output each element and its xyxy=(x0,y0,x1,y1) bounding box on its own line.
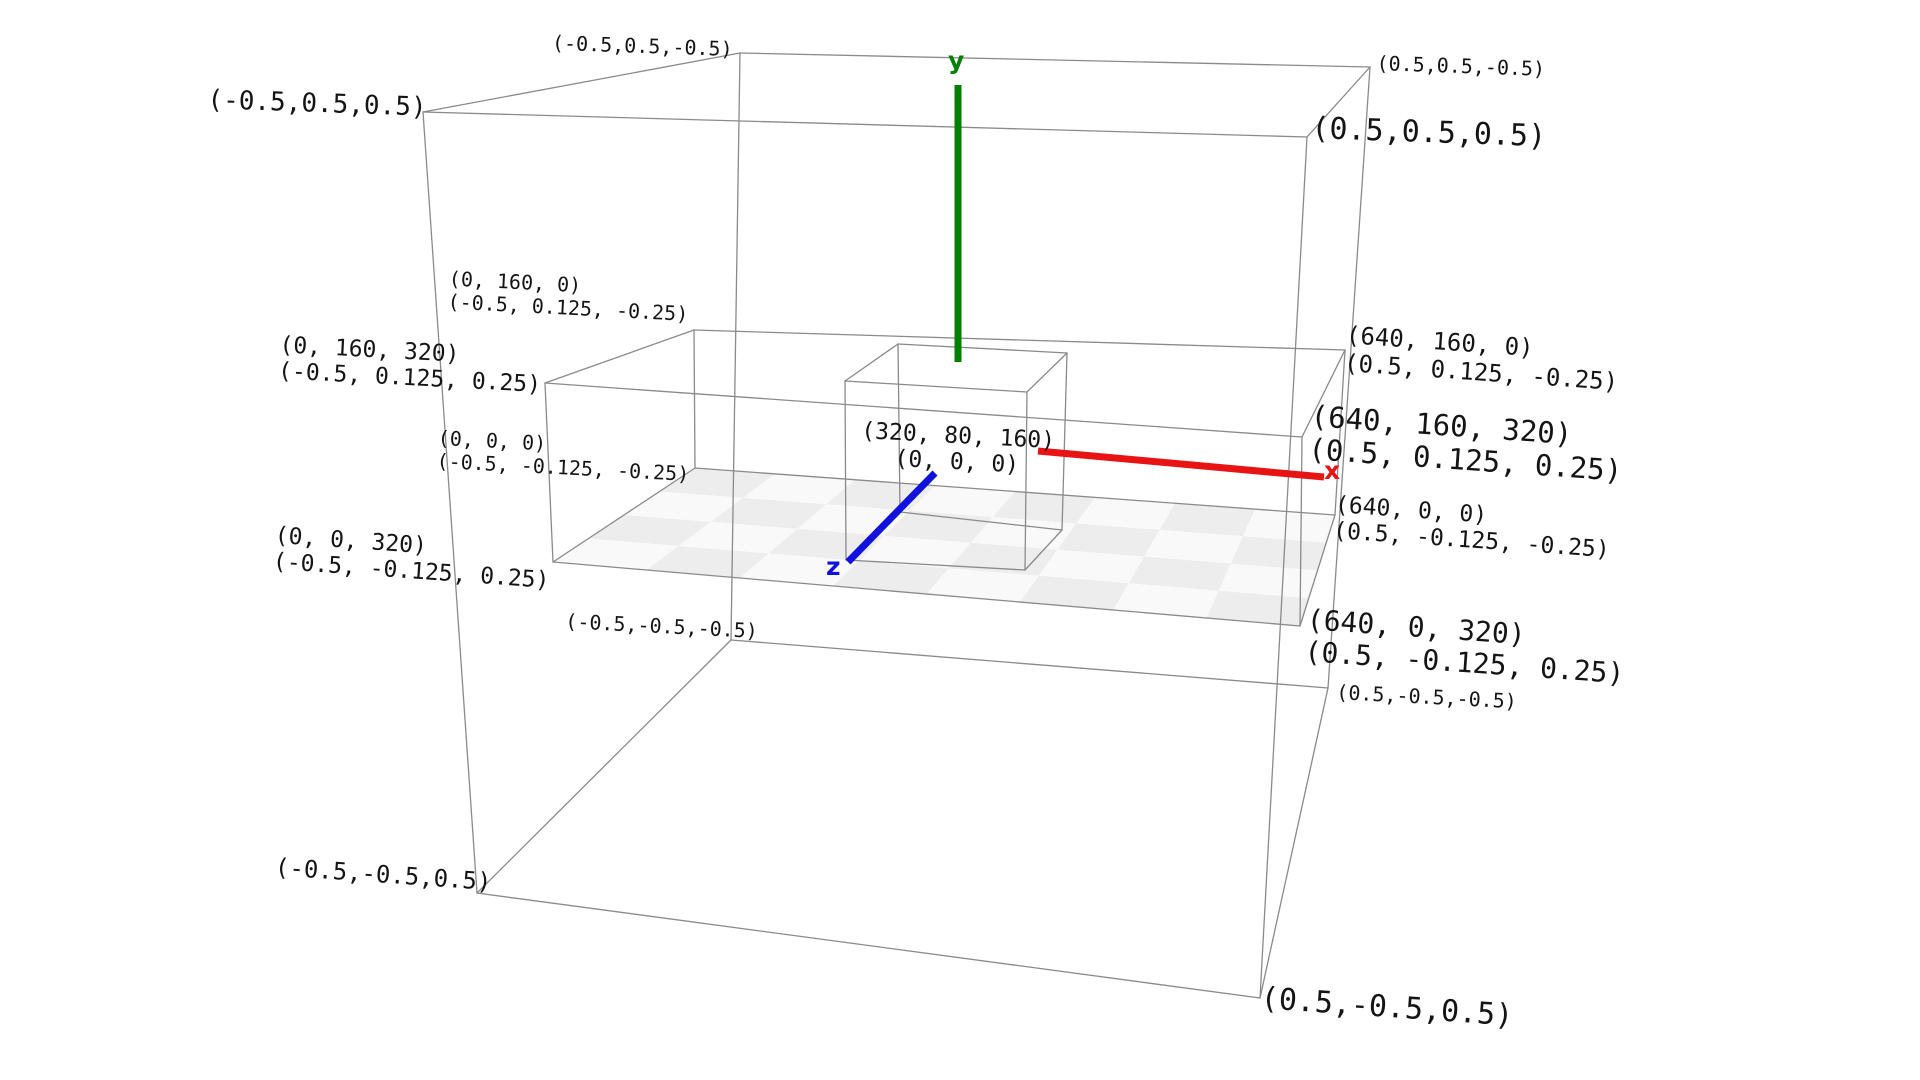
outer-cube-edge xyxy=(739,52,1371,68)
checker-cell xyxy=(1230,536,1327,571)
middle-box-edge xyxy=(1299,514,1336,627)
small-cube-edge xyxy=(1026,352,1068,393)
checker-cell xyxy=(588,515,711,546)
checker-cell xyxy=(710,497,827,529)
checker-cell xyxy=(553,538,679,570)
outer-cube-edge xyxy=(1306,66,1371,138)
checker-cell xyxy=(1128,556,1231,591)
checker-cell xyxy=(659,468,775,498)
small-cube-edge xyxy=(897,343,901,513)
small-cube-edge xyxy=(1061,352,1068,531)
middle-box-edge xyxy=(544,329,695,384)
checker-cell xyxy=(1057,523,1160,557)
middle-box-edge xyxy=(694,467,1336,516)
small-cube-edge xyxy=(844,343,899,382)
small-cube-edge xyxy=(897,343,1068,354)
checker-cell xyxy=(624,491,743,522)
outer-cube-edge xyxy=(422,52,741,113)
checker-cell xyxy=(909,485,1015,518)
checker-floor xyxy=(553,468,1335,626)
middle-box-edge xyxy=(552,467,696,563)
checker-cell xyxy=(678,521,798,554)
checker-cell xyxy=(1019,575,1129,610)
middle-box-edge xyxy=(544,382,554,563)
small-cube-edge xyxy=(1024,529,1063,571)
outer-cube-edge xyxy=(730,52,741,641)
small-cube xyxy=(844,343,1068,571)
middle-box-edge xyxy=(544,382,1303,438)
checker-cell xyxy=(742,473,855,505)
middle-box xyxy=(544,329,1346,627)
checker-cell xyxy=(1159,503,1255,537)
small-cube-edge xyxy=(1024,391,1028,571)
outer-cube-edge xyxy=(476,892,1261,999)
checker-cell xyxy=(926,568,1039,602)
x-axis xyxy=(1037,447,1325,481)
checker-cell xyxy=(1144,529,1243,564)
checker-cell xyxy=(858,535,971,569)
outer-cube-edge xyxy=(1259,136,1308,999)
small-cube-edge xyxy=(845,559,1026,571)
middle-box-edge xyxy=(693,329,1346,351)
checker-cell xyxy=(1206,590,1309,626)
checker-cell xyxy=(970,517,1077,550)
middle-box-edge xyxy=(552,561,1301,627)
outer-cube xyxy=(422,52,1371,999)
outer-cube-edge xyxy=(422,111,478,894)
small-cube-edge xyxy=(899,511,1063,531)
checker-cell xyxy=(1218,563,1318,599)
checker-cell xyxy=(1038,549,1145,584)
outer-cube-edge xyxy=(730,639,1329,689)
outer-cube-edge xyxy=(476,639,732,894)
middle-box-edge xyxy=(693,329,696,469)
checker-cell xyxy=(739,553,859,586)
checker-cell xyxy=(1076,497,1175,530)
outer-cube-edge xyxy=(422,111,1308,138)
z-axis xyxy=(845,470,938,565)
middle-box-edge xyxy=(1334,349,1346,516)
outer-cube-edge xyxy=(1327,66,1371,689)
checker-cell xyxy=(992,491,1095,524)
small-cube-edge xyxy=(844,380,847,561)
checker-cell xyxy=(1113,583,1219,618)
checker-cell xyxy=(833,560,949,594)
middle-box-edge xyxy=(1299,436,1303,627)
checker-cell xyxy=(646,546,769,578)
small-cube-edge xyxy=(844,380,1028,393)
outer-cube-edge xyxy=(1259,687,1329,999)
checker-cell xyxy=(1242,509,1335,543)
middle-box-edge xyxy=(1301,349,1346,438)
